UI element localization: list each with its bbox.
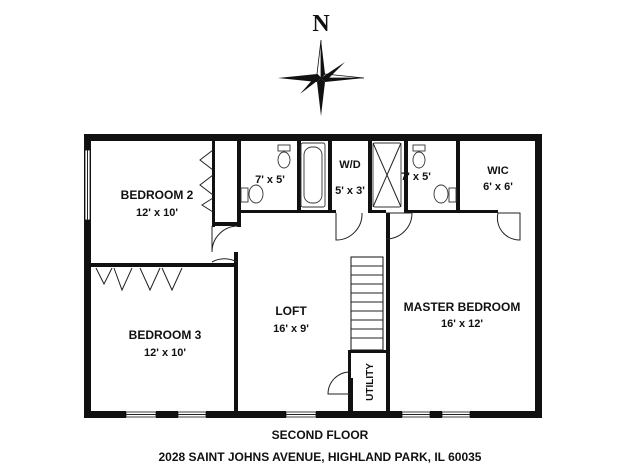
bathroom-fixtures: [240, 142, 457, 208]
windows: [84, 149, 471, 418]
bath1-dims: 7' x 5': [255, 174, 285, 186]
wic-name: WIC: [487, 165, 508, 177]
laundry-name: W/D: [339, 159, 360, 171]
bedroom2-dims: 12' x 10': [136, 207, 178, 219]
laundry-dims: 5' x 3': [335, 185, 365, 197]
utility-name: UTILITY: [365, 363, 376, 401]
bedroom3-dims: 12' x 10': [144, 347, 186, 359]
floor-title: SECOND FLOOR: [271, 428, 369, 442]
master-dims: 16' x 12': [441, 318, 483, 330]
staircase: [350, 256, 384, 351]
loft-dims: 16' x 9': [273, 323, 309, 335]
doors: [95, 149, 521, 395]
compass-north-label: N: [312, 11, 330, 37]
exterior-walls: [84, 134, 542, 418]
loft-name: LOFT: [275, 304, 307, 318]
address-caption: 2028 SAINT JOHNS AVENUE, HIGHLAND PARK, …: [158, 450, 482, 464]
wic-dims: 6' x 6': [483, 181, 513, 193]
bedroom2-name: BEDROOM 2: [121, 188, 194, 202]
bedroom3-name: BEDROOM 3: [129, 328, 202, 342]
master-name: MASTER BEDROOM: [404, 300, 521, 314]
interior-walls: [91, 141, 498, 411]
compass-rose-icon: [278, 39, 365, 116]
bath2-dims: 7' x 5': [401, 171, 431, 183]
